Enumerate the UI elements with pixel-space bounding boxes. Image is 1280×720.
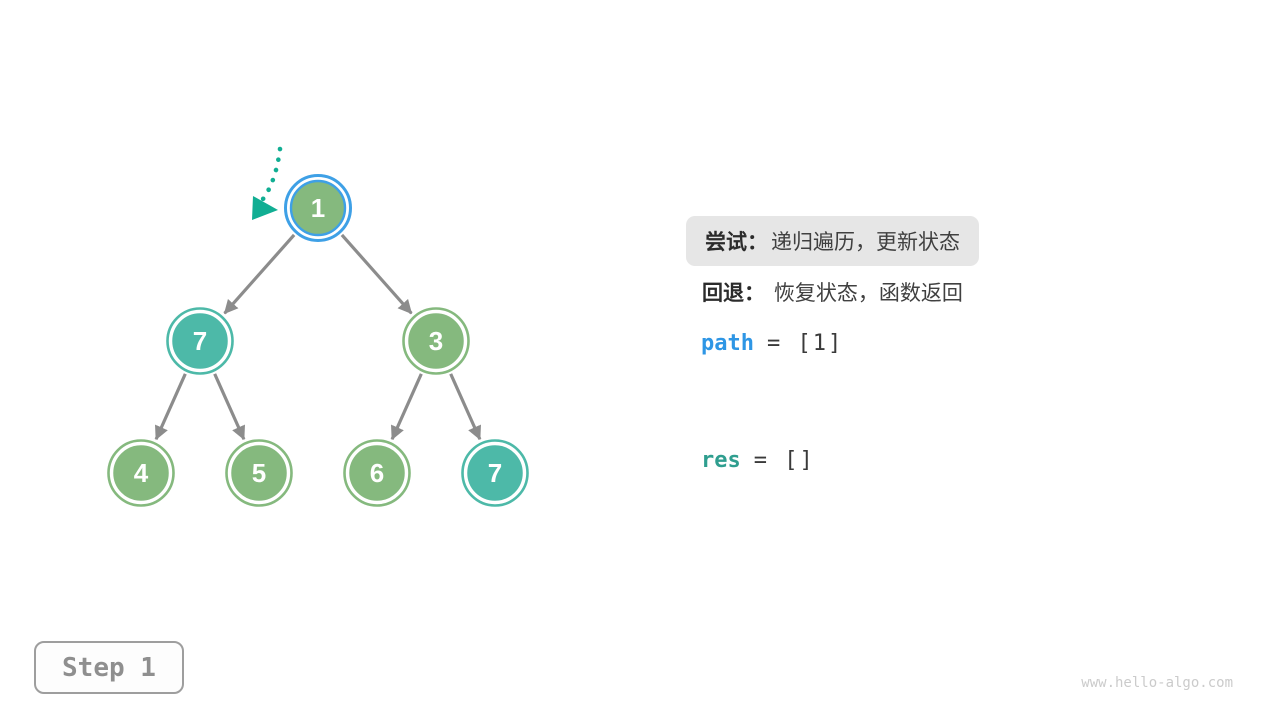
res-state-line: res = [] [701, 447, 815, 475]
watermark: www.hello-algo.com [1081, 675, 1233, 691]
node-value: 7 [488, 458, 502, 488]
current-node-pointer [252, 146, 283, 220]
step-badge-label: Step 1 [62, 652, 156, 683]
tree-node-6: 6 [343, 439, 411, 507]
node-outer-ring [166, 307, 234, 375]
node-value: 7 [193, 326, 207, 356]
pointer-arrowhead-icon [252, 196, 278, 220]
node-fill [408, 313, 464, 369]
back-text: 恢复状态，函数返回 [773, 282, 963, 305]
tree-node-3: 3 [402, 307, 470, 375]
tree-node-7: 7 [461, 439, 529, 507]
node-outer-ring [284, 174, 352, 242]
path-variable: path [701, 331, 754, 356]
path-state-line: path = [1] [701, 330, 843, 358]
res-value: = [] [753, 448, 815, 473]
try-label: 尝试： [705, 231, 768, 254]
try-status-line: 尝试： 递归遍历，更新状态 [686, 216, 979, 266]
node-fill [349, 445, 405, 501]
res-variable: res [701, 448, 741, 473]
tree-node-7: 7 [166, 307, 234, 375]
tree-edge [390, 373, 423, 441]
pointer-dotted-path [260, 146, 283, 202]
node-fill [231, 445, 287, 501]
back-status-line: 回退： 恢复状态，函数返回 [702, 280, 963, 307]
try-text: 递归遍历，更新状态 [771, 231, 960, 254]
node-value: 4 [134, 458, 149, 488]
tree-node-1: 1 [284, 174, 352, 242]
node-fill [467, 445, 523, 501]
path-value: = [1] [766, 331, 844, 356]
node-outer-ring [225, 439, 293, 507]
step-badge: Step 1 [34, 641, 184, 694]
node-value: 5 [252, 458, 266, 488]
node-value: 3 [429, 326, 443, 356]
node-outer-ring [402, 307, 470, 375]
tree-edge [223, 233, 296, 315]
node-fill [172, 313, 228, 369]
node-outer-ring [343, 439, 411, 507]
node-value: 6 [370, 458, 384, 488]
node-outer-ring [461, 439, 529, 507]
tree-node-5: 5 [225, 439, 293, 507]
tree-edge [154, 373, 187, 441]
back-label: 回退： [702, 282, 765, 305]
node-value: 1 [311, 193, 325, 223]
node-outer-ring [107, 439, 175, 507]
tree-edge [340, 233, 413, 315]
tree-edge [213, 373, 246, 441]
tree-node-4: 4 [107, 439, 175, 507]
node-fill [289, 179, 347, 237]
tree-edge [449, 373, 482, 441]
node-fill [113, 445, 169, 501]
